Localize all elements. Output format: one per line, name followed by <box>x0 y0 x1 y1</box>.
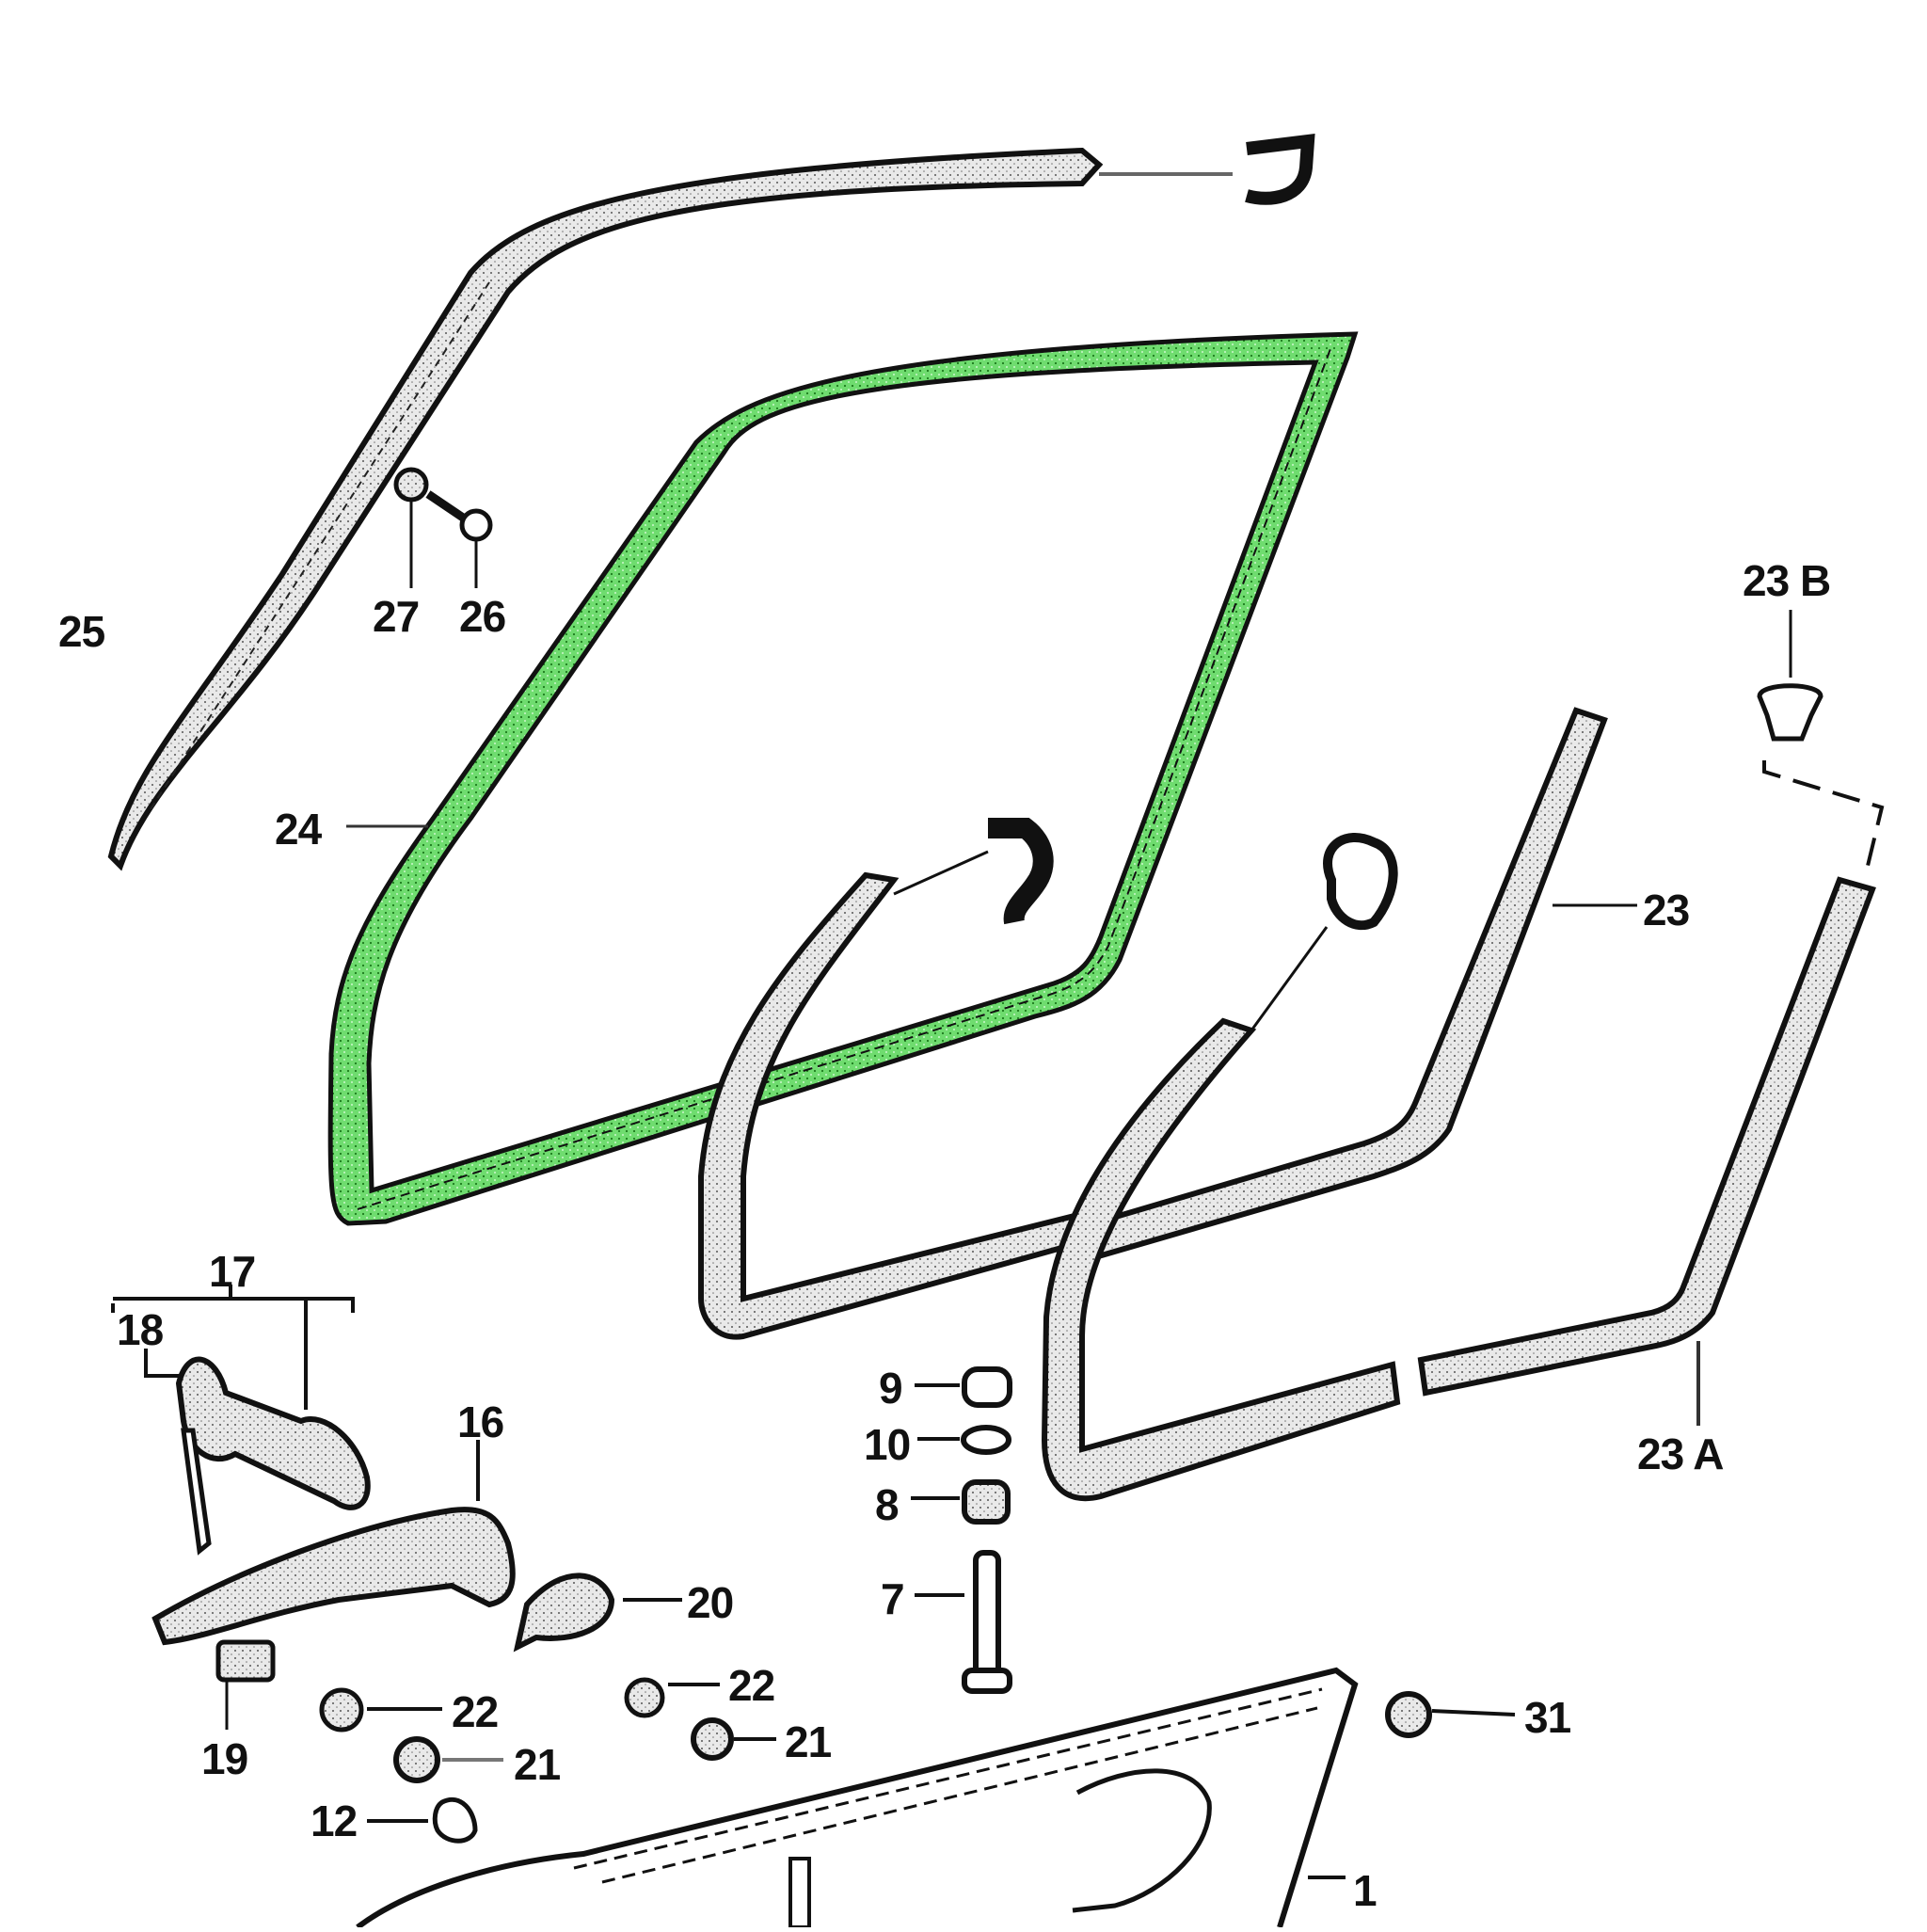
part-31-clip-nut[interactable] <box>1385 1691 1516 1738</box>
part-23B-clip[interactable] <box>1757 610 1885 867</box>
part-27-washer[interactable] <box>393 467 429 588</box>
callout-22-center: 22 <box>728 1661 775 1710</box>
part-23-middle-seal[interactable] <box>698 871 1085 1340</box>
callout-8: 8 <box>875 1480 900 1529</box>
part-24-window-seal-highlighted[interactable] <box>327 331 1359 1226</box>
callout-17: 17 <box>209 1247 256 1296</box>
part-7-bolt[interactable] <box>915 1550 1012 1694</box>
callout-10: 10 <box>864 1420 911 1469</box>
clip-j-icon <box>1099 134 1315 205</box>
part-26-screw[interactable] <box>425 490 493 588</box>
part-21-nut-center[interactable] <box>691 1717 776 1761</box>
part-23-door-seal[interactable] <box>1074 707 1637 1265</box>
part-23A-outer-seal[interactable] <box>1041 876 1876 1502</box>
part-21-nut-left[interactable] <box>393 1736 503 1783</box>
callout-21-left: 21 <box>514 1740 561 1789</box>
part-9-nut[interactable] <box>915 1366 1012 1408</box>
part-10-washer[interactable] <box>917 1425 1011 1455</box>
callout-12: 12 <box>311 1796 358 1845</box>
part-22-washer-center[interactable] <box>624 1677 720 1718</box>
callout-21-center: 21 <box>785 1717 832 1766</box>
callout-7: 7 <box>881 1574 905 1623</box>
callout-1: 1 <box>1353 1866 1378 1915</box>
callout-23: 23 <box>1643 886 1690 934</box>
part-8-rubber-buffer[interactable] <box>911 1479 1011 1525</box>
clip-hook-icon <box>893 818 1054 925</box>
callout-16: 16 <box>457 1397 504 1446</box>
callout-25: 25 <box>58 607 105 656</box>
part-22-washer-left[interactable] <box>319 1687 442 1732</box>
part-17-lock-cylinder[interactable] <box>111 1285 371 1510</box>
part-16-door-handle[interactable] <box>151 1440 516 1646</box>
callout-27: 27 <box>373 592 420 641</box>
callout-31: 31 <box>1524 1693 1571 1742</box>
callout-19: 19 <box>201 1734 248 1783</box>
callout-22-left: 22 <box>452 1687 499 1736</box>
callout-9: 9 <box>879 1364 903 1413</box>
part-20-gasket[interactable] <box>513 1573 682 1653</box>
callout-24: 24 <box>275 805 322 854</box>
callout-23B: 23 B <box>1743 556 1831 605</box>
ring-clip-icon <box>1250 833 1398 1031</box>
part-18-key[interactable] <box>144 1349 212 1556</box>
callout-20: 20 <box>687 1578 734 1627</box>
part-25-frame-seal[interactable] <box>107 147 1104 871</box>
part-19-spacer[interactable] <box>215 1639 276 1730</box>
callout-18: 18 <box>117 1305 164 1354</box>
part-12-plug[interactable] <box>367 1796 478 1844</box>
part-1-door-shell[interactable] <box>356 1667 1359 1930</box>
callout-23A: 23 A <box>1637 1429 1724 1478</box>
callout-26: 26 <box>459 592 506 641</box>
